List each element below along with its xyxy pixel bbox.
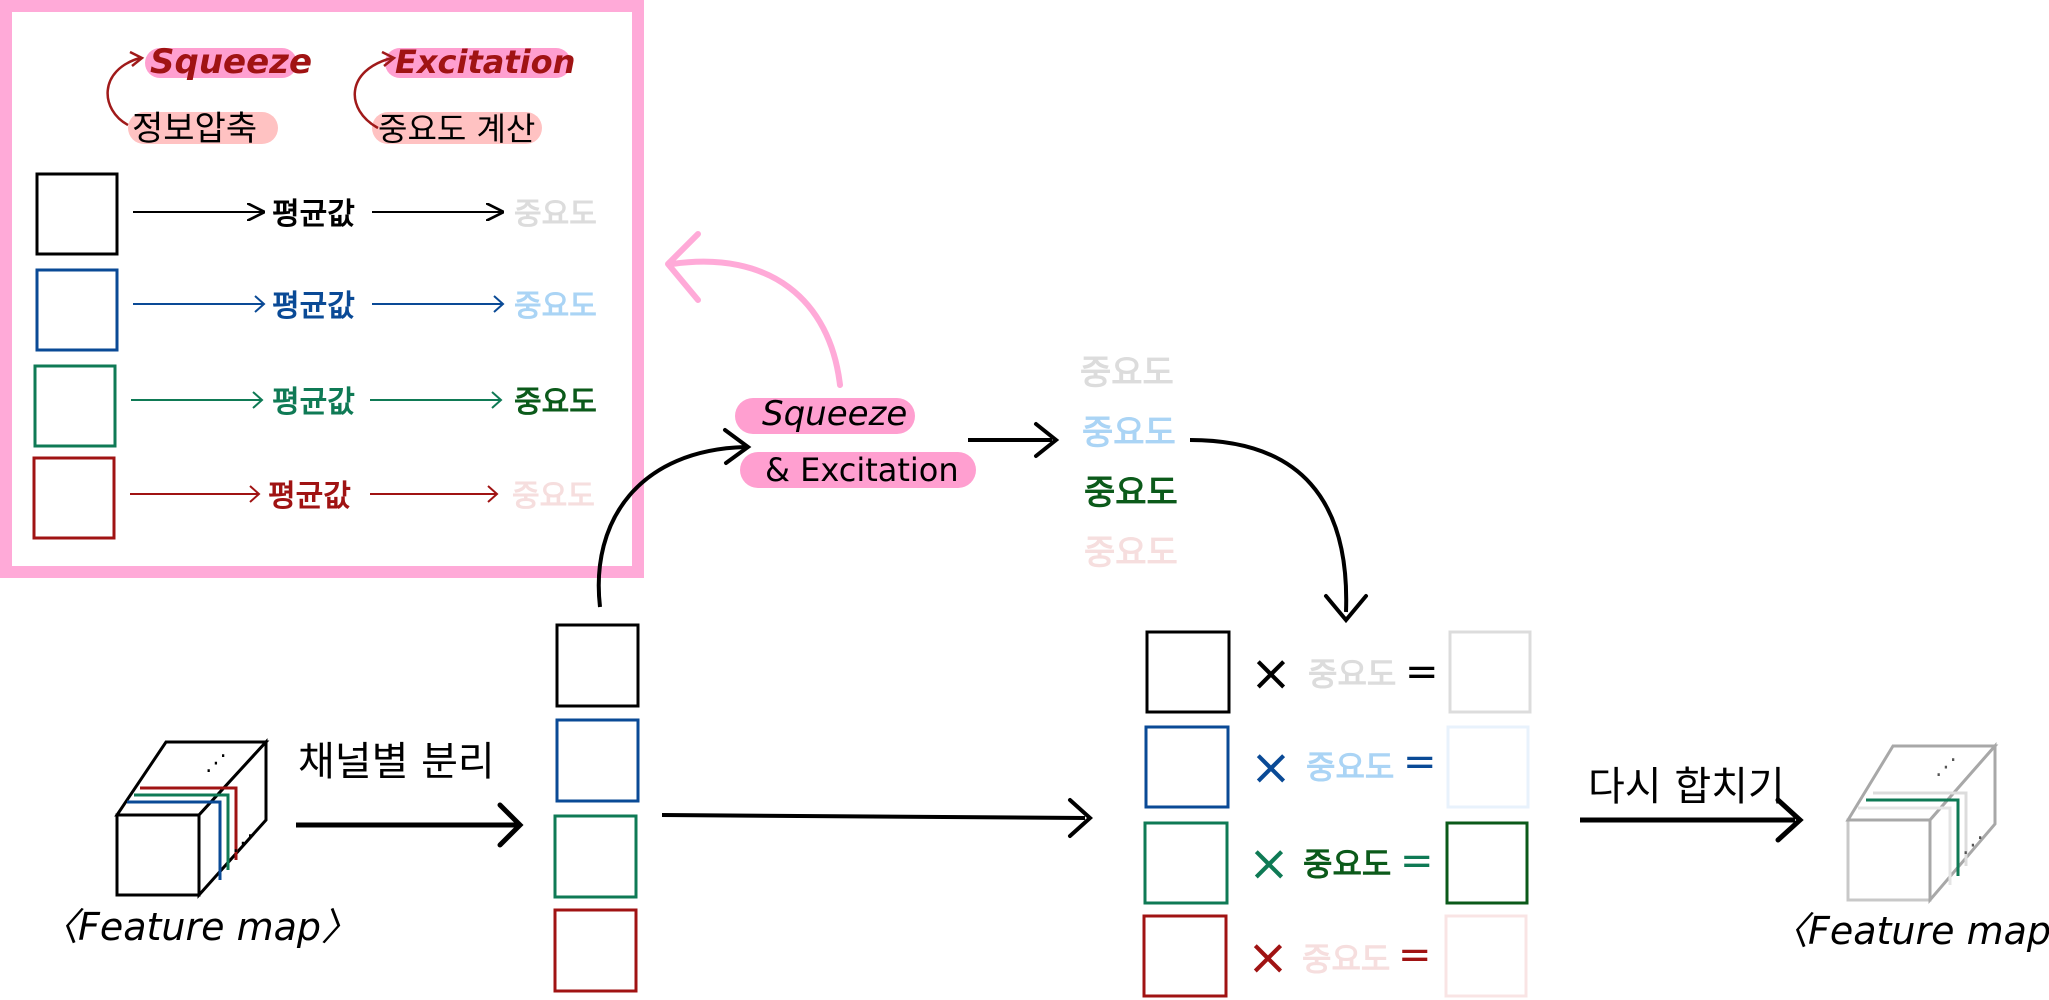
squeeze-desc-highlight <box>128 112 278 144</box>
arrow-channels-to-multiply <box>661 813 1086 820</box>
importance-value: 중요도 <box>1084 473 1178 513</box>
equals-symbol: = <box>1405 649 1439 695</box>
svg-text:⋰: ⋰ <box>232 831 254 856</box>
excitation-curved-arrow <box>353 56 393 130</box>
multiply-symbol: × <box>1248 834 1290 892</box>
pink-callout-arrow <box>665 231 843 388</box>
merge-label: 다시 합치기 <box>1588 764 1785 810</box>
multiply-symbol: × <box>1250 738 1292 796</box>
legend-channel-box-blue <box>35 268 119 352</box>
importance-value: 중요도 <box>1082 413 1176 453</box>
excitation-desc-highlight <box>372 112 542 144</box>
squeeze-desc: 정보압축 <box>132 109 257 149</box>
equals-symbol: = <box>1398 932 1432 978</box>
se-label: Squeeze & Excitation <box>735 394 976 489</box>
channel-box-red <box>553 908 638 993</box>
importance-stack: 중요도 중요도 중요도 중요도 <box>1080 353 1178 573</box>
importance-value: 중요도 <box>1084 533 1178 573</box>
output-feature-map-cube: ⋰ ⋰ <box>1845 742 1999 905</box>
split-label: 채널별 분리 <box>298 739 495 785</box>
se-label-line2: & Excitation <box>765 451 959 489</box>
result-box-light-pink <box>1444 914 1528 998</box>
multiply-importance: 중요도 <box>1306 748 1394 786</box>
equals-symbol: = <box>1403 739 1437 785</box>
result-box-gray <box>1448 630 1532 714</box>
channel-box-blue <box>555 718 640 803</box>
squeeze-label-highlight <box>145 48 297 78</box>
legend-channel-box-green <box>33 364 117 448</box>
legend-avg-label: 평균값 <box>272 289 355 324</box>
result-box-light-blue <box>1446 725 1530 809</box>
legend-avg-label: 평균값 <box>272 385 355 420</box>
squeeze-label: Squeeze <box>150 42 312 82</box>
multiply-channel-box-green <box>1143 821 1229 905</box>
multiply-importance: 중요도 <box>1303 845 1391 883</box>
excitation-label: Excitation <box>395 43 575 81</box>
input-feature-map-caption: 〈Feature map〉 <box>40 905 359 949</box>
svg-text:⋰: ⋰ <box>205 751 227 776</box>
squeeze-curved-arrow <box>106 56 141 127</box>
multiply-block: × 중요도 = × 중요도 = × 중요도 = × 중요도 = <box>1142 630 1532 998</box>
multiply-importance: 중요도 <box>1302 940 1390 978</box>
channel-box-black <box>555 623 640 708</box>
output-feature-map-caption: 〈Feature map〉 <box>1770 909 2049 953</box>
legend-channel-box-red <box>32 456 116 540</box>
legend-panel: Squeeze 정보압축 Excitation 중요도 계산 평균값 중요도 평… <box>0 0 644 578</box>
legend-importance-label: 중요도 <box>514 289 597 324</box>
multiply-channel-box-blue <box>1144 725 1230 809</box>
legend-importance-label: 중요도 <box>512 479 595 514</box>
legend-avg-label: 평균값 <box>268 479 351 514</box>
equals-symbol: = <box>1400 838 1434 884</box>
excitation-desc: 중요도 계산 <box>378 110 535 148</box>
arrow-to-se <box>596 445 746 608</box>
legend-importance-label: 중요도 <box>514 197 597 232</box>
multiply-channel-box-red <box>1142 914 1228 998</box>
excitation-label-highlight <box>385 48 571 78</box>
svg-text:⋰: ⋰ <box>1962 833 1984 858</box>
importance-value: 중요도 <box>1080 353 1174 393</box>
legend-channel-box-black <box>35 172 119 256</box>
channel-box-green <box>553 814 638 899</box>
multiply-channel-box-black <box>1145 630 1231 714</box>
multiply-symbol: × <box>1247 928 1289 986</box>
legend-importance-label: 중요도 <box>514 385 597 420</box>
se-label-line1: Squeeze <box>762 394 907 434</box>
input-feature-map-cube: ⋰ ⋰ <box>114 738 270 899</box>
multiply-importance: 중요도 <box>1308 655 1396 693</box>
svg-text:⋰: ⋰ <box>1935 755 1957 780</box>
legend-frame <box>0 0 644 578</box>
arrow-importance-to-multiply <box>1189 438 1349 613</box>
legend-avg-label: 평균값 <box>272 197 355 232</box>
result-box-green <box>1445 821 1529 905</box>
separated-channels <box>553 623 640 993</box>
multiply-symbol: × <box>1250 644 1292 702</box>
